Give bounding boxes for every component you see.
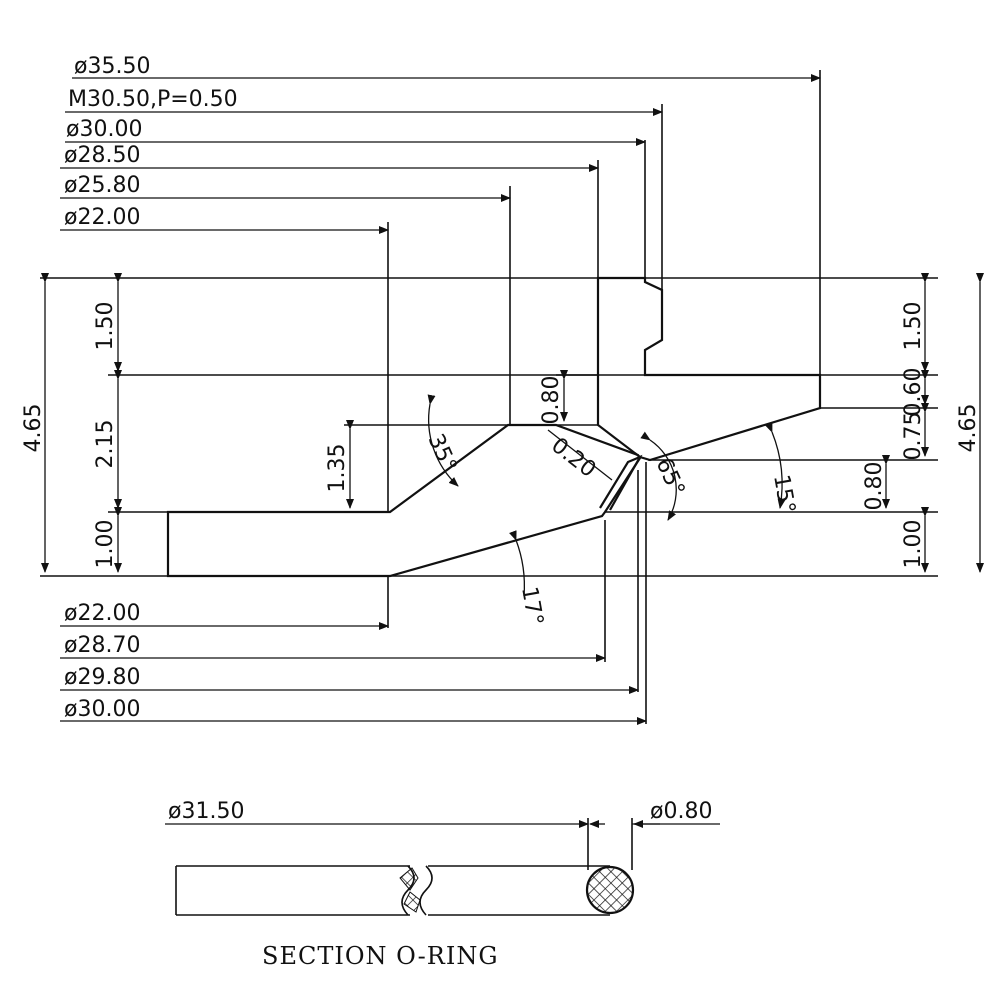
part-section <box>166 276 822 578</box>
seal-lip <box>599 454 643 511</box>
callout-dia-30-00: ø30.00 <box>66 117 142 142</box>
height-bottom-left: 1.00 <box>93 520 118 569</box>
height-total-right: 4.65 <box>956 404 981 453</box>
height-total-left: 4.65 <box>21 404 46 453</box>
height-top-right: 1.50 <box>901 302 926 351</box>
callout-bottom-dia-30-00: ø30.00 <box>64 697 140 722</box>
angle-65: 65° <box>651 454 690 500</box>
angle-35: 35° <box>423 430 462 476</box>
height-c-right: 0.80 <box>862 462 887 511</box>
angle-17: 17° <box>516 585 547 628</box>
bore-height: 1.35 <box>325 444 350 493</box>
upper-part-hatched <box>596 276 822 462</box>
top-callouts: ø35.50 M30.50,P=0.50 ø30.00 ø28.50 ø25.8… <box>60 54 821 234</box>
outline-lines <box>40 70 938 577</box>
height-b-right: 0.75 <box>901 412 926 461</box>
oring-section: ø31.50 ø0.80 SECTION O-RING <box>165 799 720 970</box>
callout-bottom-dia-22-00: ø22.00 <box>64 601 140 626</box>
angle-annotations: 35° 65° 15° 17° <box>423 394 799 628</box>
height-middle-left: 2.15 <box>93 420 118 469</box>
angle-15: 15° <box>768 473 799 516</box>
height-bottom-right: 1.00 <box>901 520 926 569</box>
callout-dia-35-50: ø35.50 <box>74 54 150 79</box>
callout-dia-25-80: ø25.80 <box>64 173 140 198</box>
break-fill-bottom <box>403 891 421 913</box>
callout-bottom-dia-29-80: ø29.80 <box>64 665 140 690</box>
right-heights: 1.50 0.60 0.75 0.80 1.00 4.65 <box>862 273 984 573</box>
oring-caption: SECTION O-RING <box>262 942 499 970</box>
step-height: 0.80 <box>539 376 564 425</box>
callout-bottom-dia-28-70: ø28.70 <box>64 633 140 658</box>
callout-dia-28-50: ø28.50 <box>64 143 140 168</box>
left-heights: 4.65 1.50 2.15 1.00 <box>21 273 122 573</box>
break-fill-top <box>399 867 419 891</box>
height-top-left: 1.50 <box>93 302 118 351</box>
bottom-callouts: ø22.00 ø28.70 ø29.80 ø30.00 <box>60 462 647 725</box>
callout-dia-22-00: ø22.00 <box>64 205 140 230</box>
callout-thread: M30.50,P=0.50 <box>68 87 238 112</box>
inner-dimensions: 0.80 1.35 0.20 <box>325 370 613 509</box>
height-a-right: 0.60 <box>901 368 926 417</box>
oring-cross-section: ø0.80 <box>650 799 712 824</box>
oring-cross-section-circle <box>585 865 635 915</box>
oring-outer-diameter: ø31.50 <box>168 799 244 824</box>
gap-dimension: 0.20 <box>546 433 600 483</box>
